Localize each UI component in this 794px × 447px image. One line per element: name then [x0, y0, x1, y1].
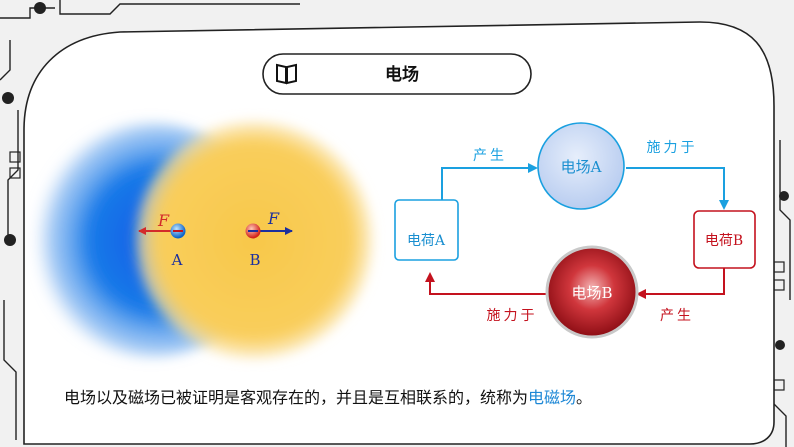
- book-icon: [276, 63, 297, 85]
- caption-end: 。: [576, 388, 593, 407]
- label-exert-bottom: 施力于: [487, 308, 538, 324]
- label-produce-top: 产生: [473, 148, 507, 164]
- arrow-field-b-to-charge-a: [425, 272, 546, 295]
- label-produce-bottom: 产生: [660, 308, 694, 324]
- field-a-node-label: 电场A: [561, 158, 602, 176]
- arrow-charge-a-to-field-a: [441, 163, 538, 200]
- charge-a-label: A: [171, 251, 183, 269]
- field-b-yellow-region: [136, 122, 372, 358]
- circuit-nodes: [2, 2, 789, 350]
- caption-text: 电场以及磁场已被证明是客观存在的，并且是互相联系的，统称为: [64, 388, 529, 407]
- label-exert-top: 施力于: [647, 140, 698, 156]
- force-label-b: F: [267, 209, 280, 228]
- charge-b-box-label: 电荷B: [705, 233, 743, 249]
- summary-caption: 电场以及磁场已被证明是客观存在的，并且是互相联系的，统称为电磁场。: [64, 384, 764, 408]
- charge-b-box: [693, 210, 756, 269]
- charge-a-box: [394, 199, 459, 261]
- force-label-a: F: [157, 211, 170, 230]
- arrow-field-a-to-charge-b: [626, 167, 729, 210]
- header-bar: 电场: [262, 53, 532, 95]
- field-b-node: [545, 245, 639, 339]
- field-b-node-label: 电场B: [571, 284, 612, 302]
- arrow-charge-b-to-field-b: [636, 266, 725, 299]
- interaction-cycle-diagram: 产生 施力于 产生 施力于 电荷A 电场A 电荷B 电场B: [394, 122, 756, 339]
- field-figure: F A F B: [32, 122, 372, 358]
- charge-b-label: B: [249, 251, 260, 269]
- page-title: 电场: [385, 64, 419, 85]
- field-a-node: [537, 122, 625, 210]
- caption-highlight: 电磁场: [528, 388, 577, 407]
- charge-a-box-label: 电荷A: [407, 233, 446, 249]
